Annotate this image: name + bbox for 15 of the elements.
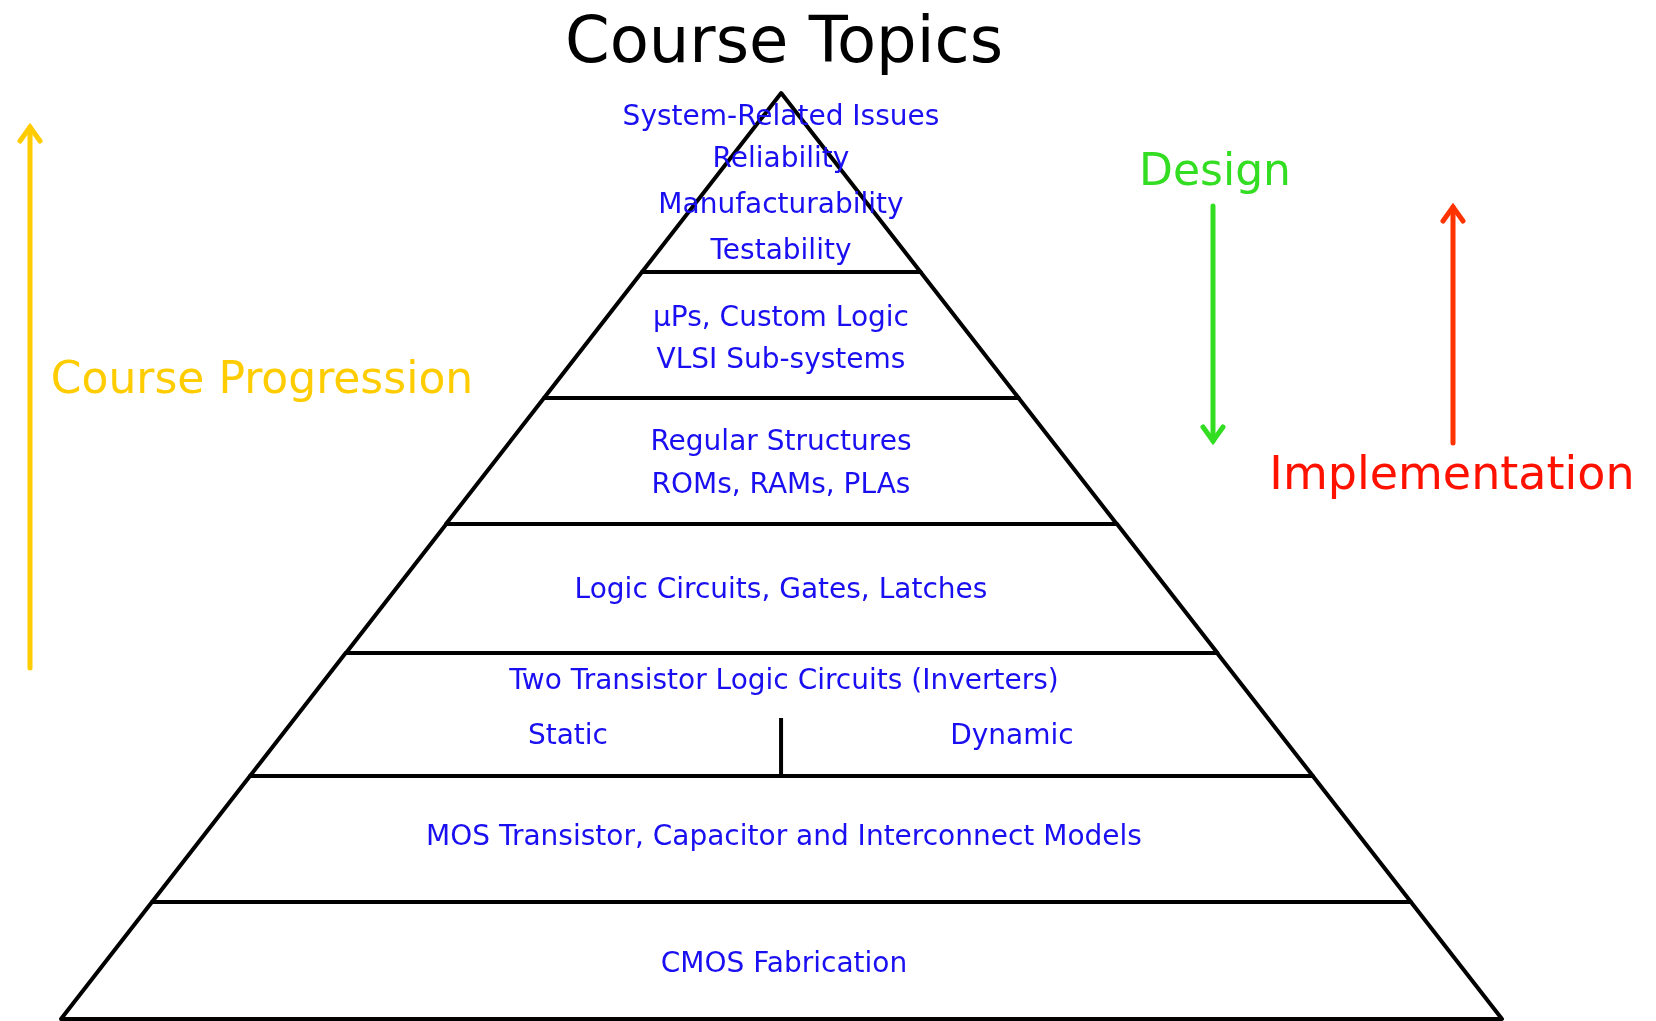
tier-label: Regular Structures bbox=[650, 424, 912, 458]
tier-label: µPs, Custom Logic bbox=[653, 300, 909, 334]
tier-label: Static bbox=[527, 718, 608, 752]
diagram-title: Course Topics bbox=[564, 3, 1004, 77]
tier-label: CMOS Fabrication bbox=[660, 946, 908, 980]
tier-label: MOS Transistor, Capacitor and Interconnect Models bbox=[426, 819, 1142, 853]
tier-label: ROMs, RAMs, PLAs bbox=[651, 467, 911, 501]
tier-label: Two Transistor Logic Circuits (Inverters) bbox=[509, 663, 1059, 697]
tier-label: VLSI Sub-systems bbox=[656, 342, 906, 376]
progression-label: Course Progression bbox=[50, 351, 474, 403]
design-label: Design bbox=[1139, 143, 1291, 195]
tier-label: Testability bbox=[710, 233, 852, 267]
tier-label: Logic Circuits, Gates, Latches bbox=[574, 572, 988, 606]
implementation-label: Implementation bbox=[1269, 446, 1635, 500]
tier-label: Dynamic bbox=[950, 718, 1074, 752]
